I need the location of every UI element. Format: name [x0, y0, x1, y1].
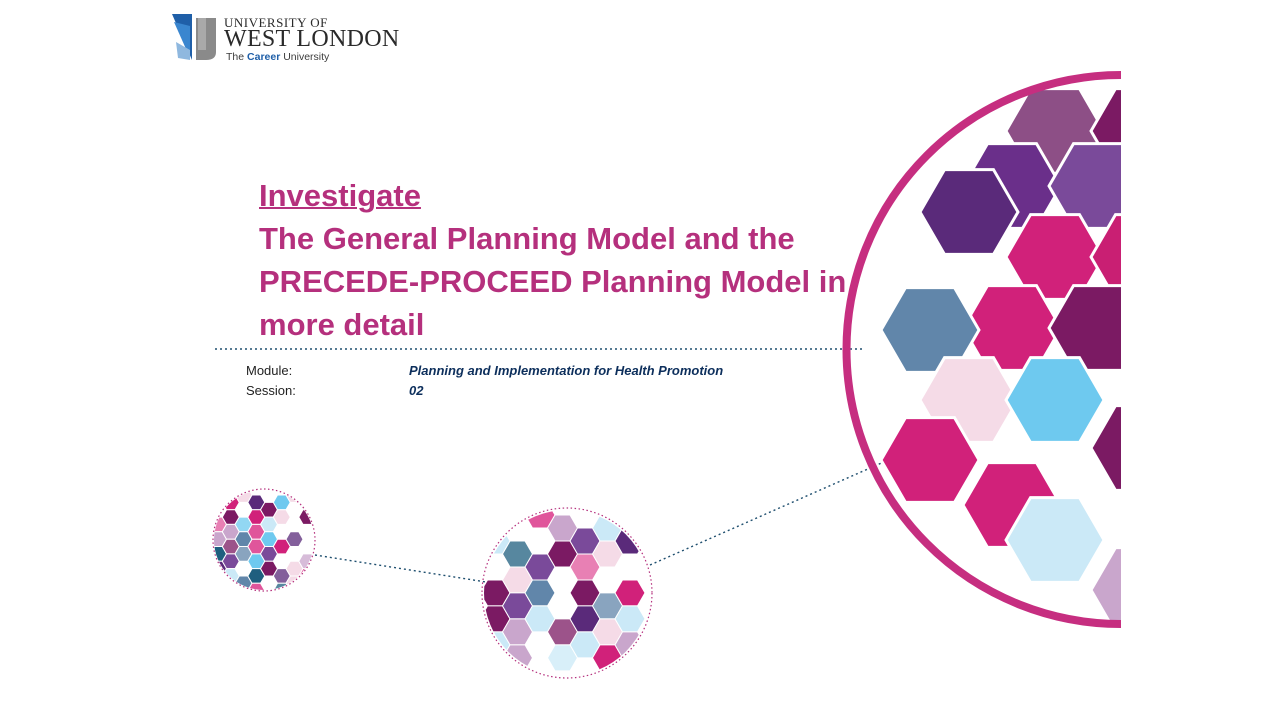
hexagon-pattern-medium — [484, 510, 646, 672]
hexagon-shape — [285, 575, 304, 590]
university-logo: UNIVERSITY OF WEST LONDON The Career Uni… — [170, 12, 410, 64]
hexagon-shape — [298, 494, 314, 511]
module-value: Planning and Implementation for Health P… — [409, 363, 724, 378]
logo-tagline-pre: The — [226, 51, 248, 63]
slide-title: Investigate The General Planning Model a… — [259, 174, 859, 346]
hexagon-shape — [298, 582, 314, 590]
hexagon-shape — [298, 553, 314, 570]
hexagon-shape — [879, 416, 981, 504]
hexagon-shape — [1004, 496, 1106, 584]
hexagon-pattern-small — [214, 490, 314, 590]
logo-tagline-accent: Career — [247, 51, 281, 63]
title-keyword: Investigate — [259, 178, 421, 213]
connector-line — [314, 554, 487, 583]
small-ring — [212, 488, 316, 592]
medium-ring — [481, 507, 653, 679]
hexagon-shape — [1004, 356, 1106, 444]
title-line: The General Planning Model and the — [259, 221, 795, 256]
module-label: Module: — [246, 363, 293, 378]
hexagon-shape — [221, 582, 240, 590]
hexagon-shape — [285, 531, 304, 547]
hexagon-pattern-large — [879, 87, 1121, 627]
large-ring — [842, 71, 1122, 628]
session-value: 02 — [409, 383, 424, 398]
hexagon-shape — [247, 582, 266, 590]
hexagon-shape — [272, 582, 291, 590]
hexagon-shape — [214, 575, 228, 590]
hexagon-shape — [614, 510, 646, 529]
hexagon-shape — [1089, 213, 1121, 301]
hexagon-shape — [1047, 284, 1121, 372]
title-line: more detail — [259, 307, 425, 342]
logo-tagline-post: University — [280, 51, 330, 63]
title-line: PRECEDE-PROCEED Planning Model in — [259, 264, 847, 299]
logo-emblem-icon — [172, 14, 216, 60]
logo-line-2: WEST LONDON — [224, 26, 400, 52]
hexagon-shape — [1089, 404, 1121, 492]
hexagon-shape — [918, 168, 1020, 256]
hexagon-shape — [1047, 142, 1121, 230]
hexagon-shape — [214, 490, 228, 503]
hexagon-shape — [272, 509, 291, 525]
hexagon-shape — [1089, 546, 1121, 627]
logo-line-1: UNIVERSITY OF — [224, 15, 328, 30]
hexagon-shape — [484, 510, 511, 529]
hexagon-shape — [298, 568, 314, 584]
hexagon-shape — [298, 509, 314, 525]
connector-line — [649, 460, 887, 566]
session-label: Session: — [246, 383, 296, 398]
hexagon-shape — [221, 494, 240, 511]
logo-tagline: The Career University — [226, 51, 329, 63]
